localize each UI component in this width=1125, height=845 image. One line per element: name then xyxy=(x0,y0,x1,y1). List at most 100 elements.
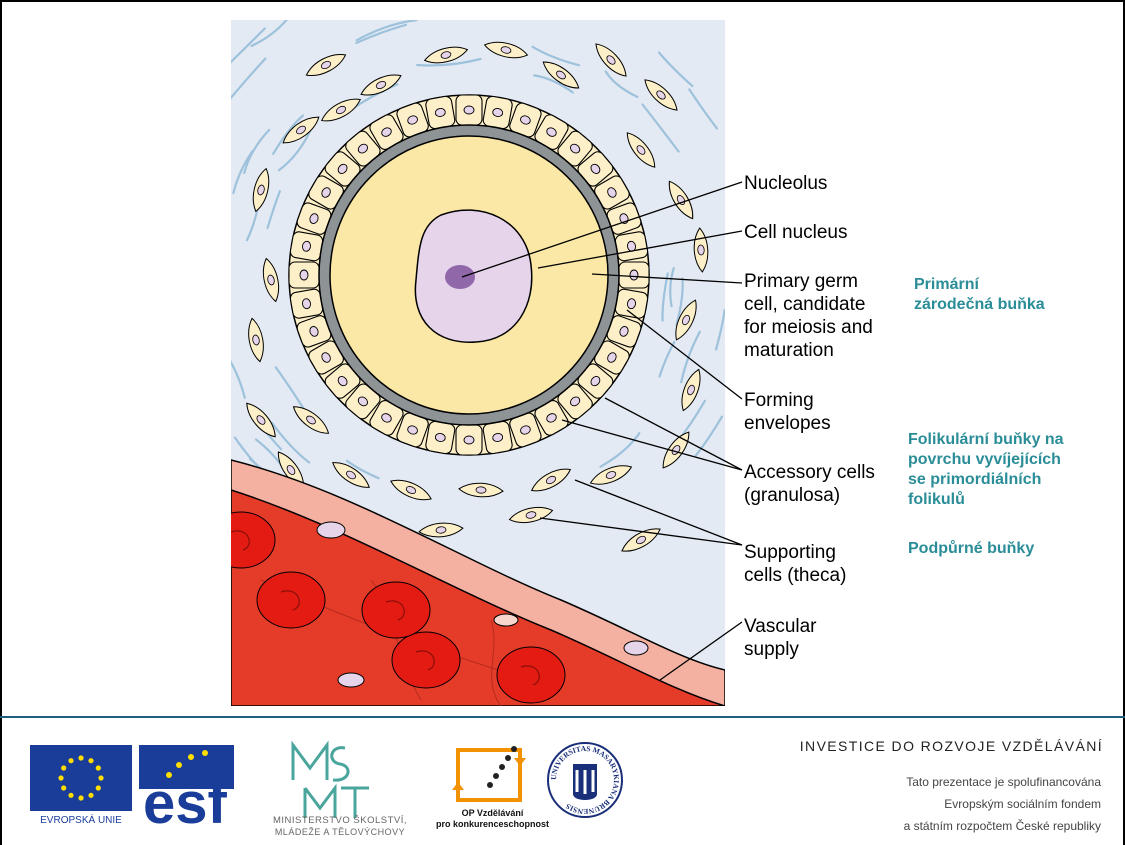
granulosa-cell xyxy=(289,288,324,319)
fiber xyxy=(266,190,281,230)
eu-star xyxy=(95,765,101,771)
label-cell-nucleus: Cell nucleus xyxy=(744,222,848,243)
fiber xyxy=(533,74,574,94)
theca-cell xyxy=(423,46,469,64)
granulosa-cell xyxy=(425,420,456,455)
granulosa-cell xyxy=(594,340,630,375)
label-forming-envelopes: Forming envelopes xyxy=(744,390,831,434)
svg-text:EVROPSKÁ UNIE: EVROPSKÁ UNIE xyxy=(40,813,122,825)
eu-star xyxy=(61,785,67,791)
eu-flag-logo: EVROPSKÁ UNIE xyxy=(30,745,132,825)
fiber xyxy=(669,266,675,308)
footer-divider xyxy=(0,716,1125,718)
granulosa-cell xyxy=(509,412,542,448)
follicle-drawing xyxy=(231,20,725,706)
theca-cell xyxy=(530,468,572,492)
msmt-logo: MINISTERSTVO ŠKOLSTVÍ, xyxy=(273,740,407,826)
theca-cell xyxy=(248,317,264,363)
theca-cell xyxy=(483,41,529,59)
granulosa-cell xyxy=(345,383,381,420)
red-blood-cell xyxy=(361,581,431,639)
czech-follicular-cells: Folikulární buňky na povrchu vyvíjejícíc… xyxy=(908,431,1064,508)
granulosa-cell xyxy=(324,363,361,399)
theca-cell xyxy=(681,368,701,412)
op-vzdelavani-caption: OP Vzdělávání pro konkurenceschopnost xyxy=(435,808,550,829)
fiber xyxy=(694,415,724,458)
fiber xyxy=(231,27,266,64)
granulosa-cell xyxy=(296,202,332,235)
theca-cell xyxy=(595,43,627,77)
eu-star xyxy=(98,775,104,781)
theca-cell xyxy=(668,180,694,220)
theca-cell xyxy=(418,522,464,538)
masaryk-university-seal: UNIVERSITAS MASARYKIANA BRUNENSIS xyxy=(547,742,623,818)
footer-line-2: Evropským sociálním fondem xyxy=(944,797,1101,811)
esf-logo: esf xyxy=(139,745,234,825)
granulosa-cell xyxy=(557,383,593,420)
nucleolus xyxy=(445,265,475,289)
theca-cell xyxy=(390,479,432,501)
theca-cell xyxy=(621,528,661,552)
footer-line-1: Tato prezentace je spolufinancována xyxy=(906,775,1101,789)
footer-line-3: a státním rozpočtem České republiky xyxy=(903,819,1101,833)
theca-cell xyxy=(292,406,330,434)
theca-cell xyxy=(675,299,697,341)
follicle-illustration xyxy=(231,20,725,706)
granulosa-cell xyxy=(288,261,320,289)
eu-star xyxy=(88,758,94,764)
fiber xyxy=(604,70,639,98)
granulosa-cell xyxy=(606,315,642,348)
op-vzdelavani-logo xyxy=(452,746,526,802)
fiber xyxy=(416,57,482,67)
svg-text:MINISTERSTVO ŠKOLSTVÍ,: MINISTERSTVO ŠKOLSTVÍ, xyxy=(273,815,407,826)
eu-star xyxy=(95,785,101,791)
fiber xyxy=(243,128,271,174)
fiber xyxy=(231,57,267,100)
fiber xyxy=(355,20,418,42)
czech-primary-germ-cell: Primární zárodečná buňka xyxy=(914,276,1045,313)
theca-cell xyxy=(305,54,347,76)
eu-star xyxy=(58,775,64,781)
footer-title: INVESTICE DO ROZVOJE VZDĚLÁVÁNÍ xyxy=(799,738,1103,754)
label-primary-germ-cell: Primary germ cell, candidate for meiosis… xyxy=(744,271,873,361)
label-nucleolus: Nucleolus xyxy=(744,173,828,194)
theca-cell xyxy=(644,79,678,111)
red-blood-cell xyxy=(256,571,326,629)
granulosa-cell xyxy=(614,288,649,319)
eu-star xyxy=(68,792,74,798)
granulosa-cells xyxy=(288,94,650,456)
fiber xyxy=(657,51,694,88)
theca-cell xyxy=(542,61,580,89)
granulosa-cell xyxy=(618,261,650,289)
svg-text:esf: esf xyxy=(143,771,228,825)
red-blood-cell xyxy=(231,511,276,569)
fiber xyxy=(345,459,380,480)
granulosa-cell xyxy=(534,114,569,150)
fiber xyxy=(714,308,725,351)
granulosa-cell xyxy=(308,175,344,210)
granulosa-cell xyxy=(369,400,404,436)
theca-cell xyxy=(263,257,279,303)
eu-star xyxy=(61,765,67,771)
label-vascular-supply: Vascular supply xyxy=(744,616,817,660)
fiber xyxy=(641,103,680,153)
theca-cell xyxy=(282,116,320,144)
fiber xyxy=(680,330,701,384)
theca-cell xyxy=(458,482,504,498)
msmt-subtitle: MLÁDEŽE A TĚLOVÝCHOVY xyxy=(274,827,406,837)
fiber xyxy=(675,277,684,327)
label-supporting-cells: Supporting cells (theca) xyxy=(744,542,847,586)
theca-cell xyxy=(626,132,656,168)
eu-star xyxy=(78,755,84,761)
granulosa-cell xyxy=(396,102,429,138)
blood-vessel xyxy=(231,459,725,706)
granulosa-cell xyxy=(289,231,324,262)
eu-star xyxy=(68,758,74,764)
theca-cell xyxy=(277,451,305,489)
czech-supporting-cells: Podpůrné buňky xyxy=(908,540,1035,557)
eu-star xyxy=(78,795,84,801)
theca-cell xyxy=(246,402,276,438)
granulosa-cell xyxy=(369,114,404,150)
